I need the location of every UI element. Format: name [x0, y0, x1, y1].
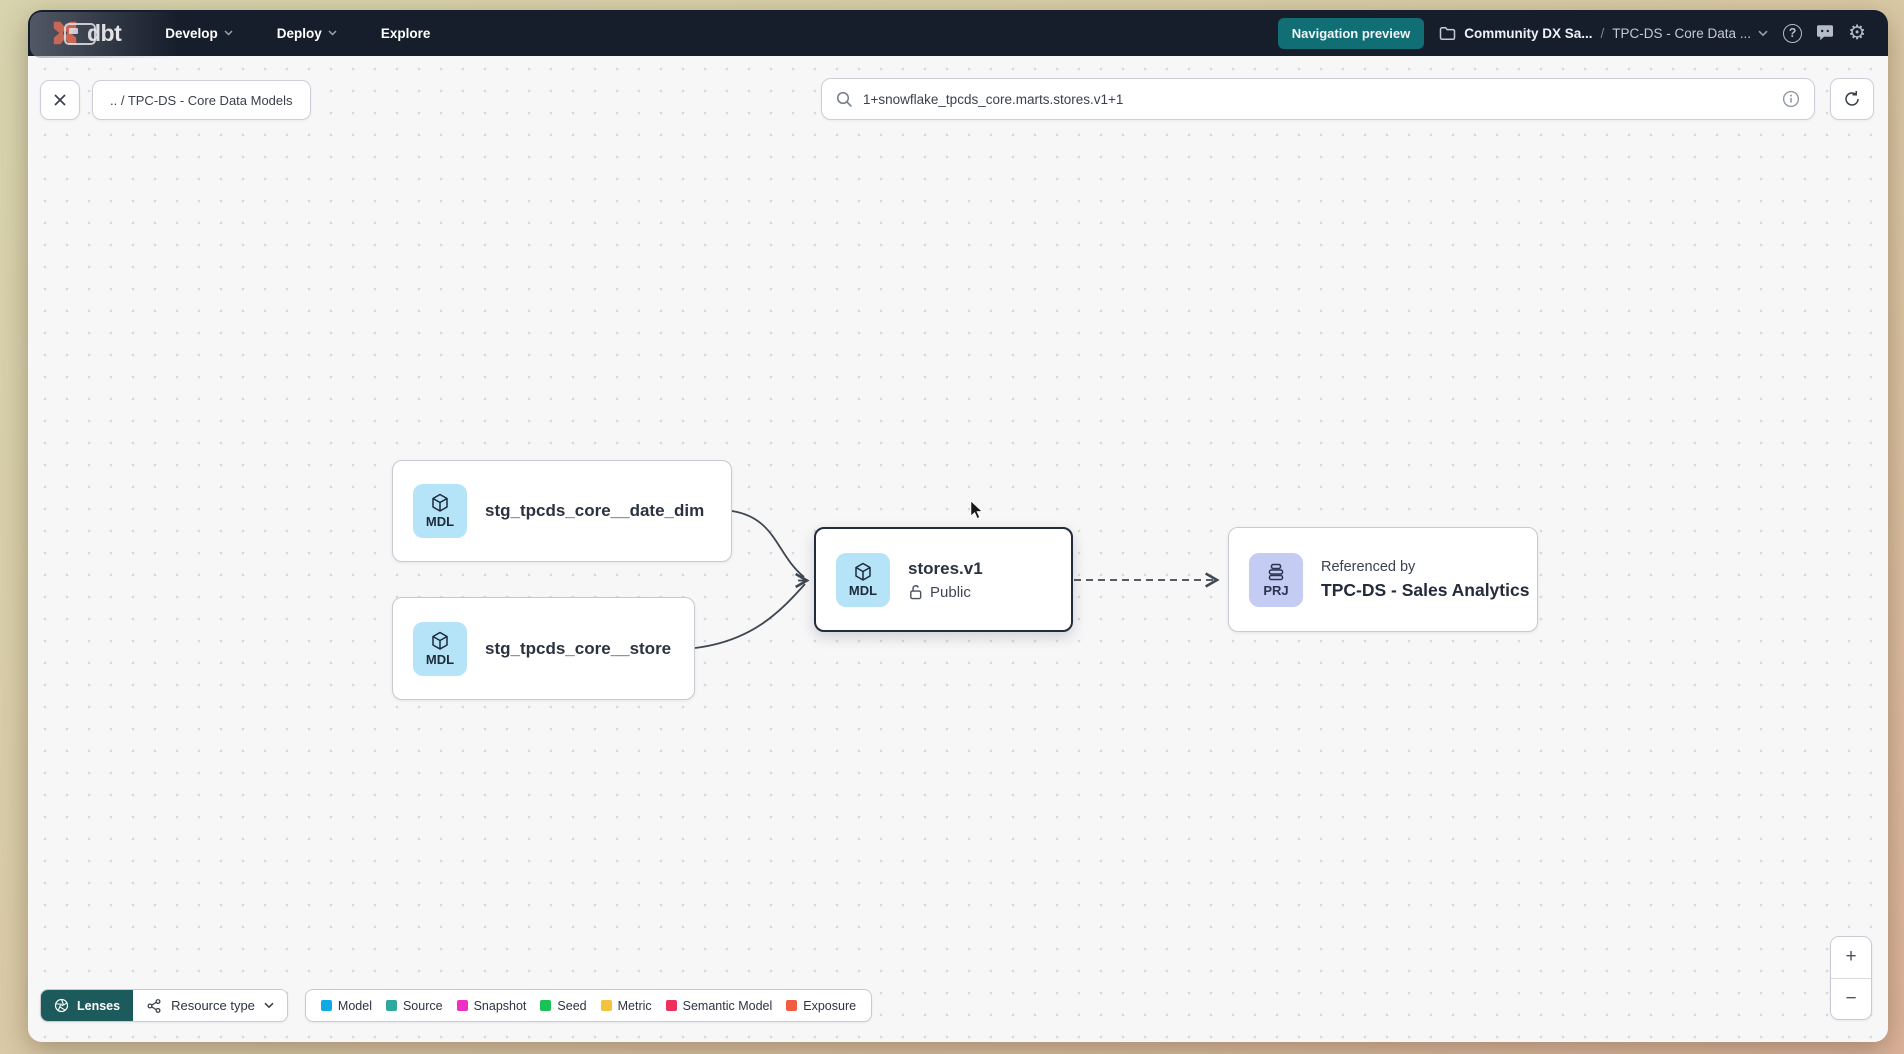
cube-icon	[432, 493, 448, 512]
resource-type-dropdown[interactable]: Resource type	[133, 990, 287, 1021]
node-label: stg_tpcds_core__store	[485, 638, 672, 658]
node-stg-tpcds-core-date-dim[interactable]: MDL stg_tpcds_core__date_dim	[392, 460, 732, 562]
lens-control-group: Lenses Resource type	[40, 989, 288, 1022]
model-badge: MDL	[413, 621, 467, 676]
breadcrumb: Community DX Sa... / TPC-DS - Core Data …	[1439, 26, 1768, 41]
search-icon	[836, 91, 852, 107]
breadcrumb-separator: /	[1600, 25, 1605, 41]
navbar-icon-buttons: ? ⚙	[1783, 23, 1866, 43]
chevron-down-icon	[1758, 30, 1768, 36]
folder-icon	[1439, 26, 1456, 40]
settings-gear-icon[interactable]: ⚙	[1848, 22, 1866, 44]
search-input[interactable]	[863, 91, 1772, 107]
legend-model: Model	[320, 999, 372, 1013]
seed-swatch	[540, 1000, 552, 1011]
snapshot-swatch	[456, 1000, 468, 1011]
project-stack-icon	[1268, 563, 1284, 580]
navbar-right: Navigation preview Community DX Sa... / …	[1277, 17, 1866, 49]
lenses-button[interactable]: Lenses	[41, 990, 134, 1021]
app-window: dbt Develop Deploy Explore Navigation pr…	[28, 10, 1888, 1042]
cube-icon	[432, 631, 448, 650]
edge-store-to-stores	[694, 583, 806, 649]
legend-exposure: Exposure	[786, 999, 856, 1013]
help-icon[interactable]: ?	[1783, 23, 1803, 43]
source-swatch	[385, 1000, 397, 1011]
mouse-cursor	[970, 500, 984, 520]
nav-menu-develop[interactable]: Develop	[165, 26, 233, 41]
canvas-footer-controls: Lenses Resource type	[40, 989, 873, 1022]
nav-menu-explore[interactable]: Explore	[380, 25, 431, 41]
referenced-by-label: Referenced by	[1321, 558, 1416, 575]
feedback-icon[interactable]	[1815, 24, 1835, 42]
legend-metric: Metric	[600, 999, 652, 1013]
node-label: stores.v1	[908, 558, 983, 578]
unlock-icon	[910, 585, 922, 600]
lineage-search-bar	[821, 78, 1815, 120]
resource-graph-icon	[147, 998, 161, 1013]
edge-date-dim-to-stores	[731, 510, 805, 578]
dbt-wordmark: dbt	[87, 19, 122, 46]
zoom-out-button[interactable]: −	[1831, 978, 1871, 1019]
refresh-icon	[1845, 90, 1859, 106]
cube-icon	[855, 562, 871, 581]
resource-legend: Model Source Snapshot Seed Metric Semant…	[304, 989, 873, 1022]
node-tpcds-sales-analytics[interactable]: PRJ Referenced by TPC-DS - Sales Analyti…	[1228, 527, 1538, 632]
lineage-canvas[interactable]: .. / TPC-DS - Core Data Models	[28, 56, 1888, 1042]
breadcrumb-page-dropdown[interactable]: TPC-DS - Core Data ...	[1612, 26, 1768, 41]
dbt-logo[interactable]: dbt	[50, 18, 122, 48]
info-icon[interactable]	[1782, 90, 1800, 108]
zoom-in-button[interactable]: +	[1831, 937, 1871, 979]
project-badge: PRJ	[1249, 552, 1303, 607]
node-label: stg_tpcds_core__date_dim	[485, 501, 705, 520]
close-icon	[54, 94, 66, 106]
model-badge: MDL	[413, 484, 467, 538]
node-stg-tpcds-core-store[interactable]: MDL stg_tpcds_core__store	[392, 597, 695, 700]
node-label: TPC-DS - Sales Analytics	[1321, 579, 1530, 600]
semantic-model-swatch	[665, 1000, 677, 1011]
node-stores-v1[interactable]: MDL stores.v1 Public	[814, 527, 1073, 632]
legend-source: Source	[385, 999, 443, 1013]
breadcrumb-project[interactable]: Community DX Sa...	[1464, 25, 1593, 41]
nav-menus: Develop Deploy Explore	[165, 26, 430, 41]
close-button[interactable]	[40, 80, 80, 120]
navigation-preview-badge[interactable]: Navigation preview	[1277, 17, 1425, 49]
dbt-logo-icon	[53, 21, 77, 45]
nav-menu-deploy[interactable]: Deploy	[277, 26, 337, 41]
zoom-controls: + −	[1830, 936, 1872, 1020]
chevron-down-icon	[264, 1002, 274, 1009]
node-visibility: Public	[908, 584, 983, 601]
legend-semantic-model: Semantic Model	[665, 999, 772, 1013]
top-navbar: dbt Develop Deploy Explore Navigation pr…	[28, 10, 1888, 56]
metric-swatch	[600, 1000, 612, 1011]
chevron-down-icon	[328, 30, 337, 36]
lineage-path-chip[interactable]: .. / TPC-DS - Core Data Models	[92, 80, 311, 120]
exposure-swatch	[786, 1000, 798, 1011]
legend-snapshot: Snapshot	[456, 999, 526, 1013]
chevron-down-icon	[224, 30, 233, 36]
model-swatch	[320, 1000, 332, 1011]
lens-aperture-icon	[54, 998, 69, 1013]
refresh-button[interactable]	[1830, 78, 1874, 120]
model-badge: MDL	[836, 552, 890, 607]
legend-seed: Seed	[540, 999, 587, 1013]
